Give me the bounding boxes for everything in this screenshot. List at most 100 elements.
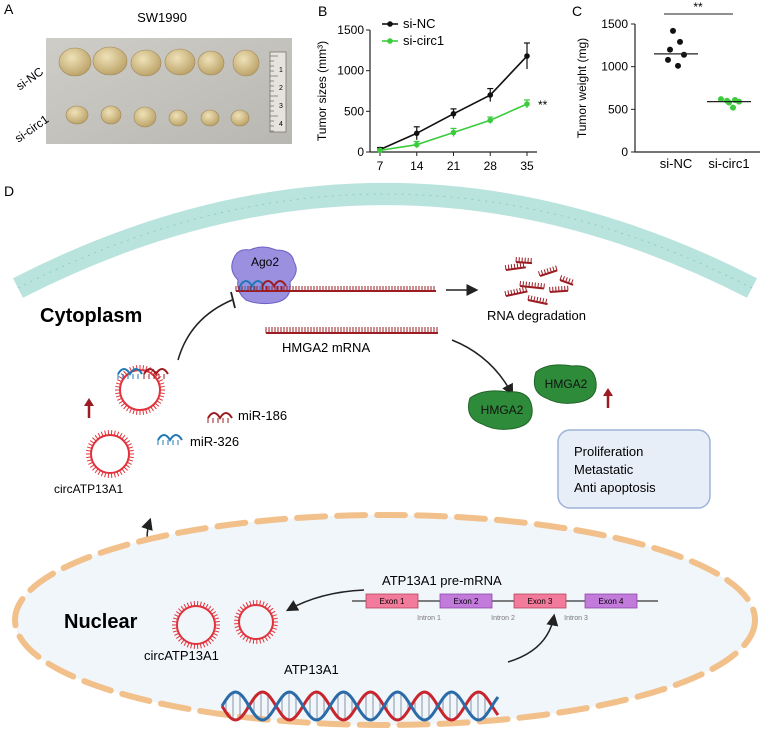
pre-mrna-label: ATP13A1 pre-mRNA (382, 573, 502, 588)
tumors-si-nc (58, 46, 260, 77)
svg-text:Exon 1: Exon 1 (380, 597, 405, 606)
hmga2-label-1: HMGA2 (545, 377, 588, 391)
data-point (413, 130, 420, 137)
rna-fragments (504, 256, 574, 306)
ago2-label: Ago2 (251, 255, 279, 269)
data-point (524, 53, 530, 59)
data-point (726, 99, 732, 106)
dna-strand-2 (220, 690, 500, 722)
ruler-mark: 2 (279, 85, 283, 92)
exon-2: Exon 2 (439, 593, 493, 609)
rna-fragment (537, 265, 558, 277)
significance-label: ** (538, 98, 548, 112)
data-point (487, 117, 494, 124)
bound-mrna (235, 286, 436, 292)
legend-label: si-NC (403, 16, 436, 31)
outcome-metastatic: Metastatic (574, 462, 634, 477)
y-tick-label: 500 (608, 102, 628, 116)
x-tick-label: 21 (447, 159, 461, 173)
intron-2: Intron 2 (491, 615, 515, 622)
hmga2-label-2: HMGA2 (481, 403, 524, 417)
rna-fragment (504, 262, 526, 271)
up-arrow-hmga2 (603, 388, 613, 408)
panel-d-letter: D (4, 183, 14, 199)
data-point (730, 104, 736, 111)
free-mirnas (157, 412, 233, 445)
nuclear-envelope (12, 512, 758, 728)
panel-a-letter: A (4, 1, 14, 17)
rna-fragment (504, 286, 528, 297)
x-tick-label: 35 (520, 159, 534, 173)
tumor (130, 49, 162, 77)
outcome-proliferation: Proliferation (574, 444, 643, 459)
dna-strand-1 (220, 690, 500, 722)
row-label-si-nc: si-NC (13, 64, 46, 93)
transcription-arrow (507, 613, 559, 663)
tumor (168, 109, 188, 127)
circ-free (86, 430, 134, 478)
gene-label: ATP13A1 (284, 662, 339, 677)
tumor (58, 47, 92, 77)
x-tick-label: 7 (377, 159, 384, 173)
tumor (133, 106, 157, 128)
x-tick-label: si-NC (660, 156, 693, 171)
tumors-si-circ1 (65, 105, 250, 128)
tumor (232, 49, 260, 77)
y-tick-label: 1000 (601, 60, 628, 74)
dna-double-helix (220, 690, 500, 722)
tumor (164, 48, 196, 76)
data-point (450, 110, 457, 117)
legend-label: si-circ1 (403, 33, 444, 48)
hmga2-protein-left: HMGA2 (468, 390, 533, 430)
ago2-complex: Ago2 (231, 246, 297, 305)
legend-marker (387, 38, 393, 44)
data-point (681, 51, 687, 58)
mir326-label: miR-326 (190, 434, 239, 449)
rna-fragment (527, 295, 548, 306)
cell-membrane (12, 183, 758, 298)
nuclear-circrnas (172, 599, 278, 649)
y-tick-label: 1500 (601, 17, 628, 31)
data-point (377, 147, 383, 154)
y-tick-label: 1000 (337, 64, 364, 78)
legend-marker (387, 21, 393, 27)
rna-fragment (515, 256, 533, 265)
exon-4: Exon 4 (584, 593, 638, 609)
data-point (413, 141, 420, 148)
backsplicing-arrow (285, 589, 365, 612)
y-tick-label: 0 (357, 145, 364, 159)
ruler-mark: 1 (279, 67, 283, 74)
data-point (524, 101, 530, 107)
tumor (230, 109, 250, 127)
translation-arrow (451, 339, 514, 397)
data-point (667, 46, 673, 53)
svg-text:Exon 4: Exon 4 (599, 597, 624, 606)
x-tick-label: 28 (484, 159, 498, 173)
data-point (487, 92, 494, 98)
tumor (92, 46, 128, 76)
y-tick-label: 1500 (337, 23, 364, 37)
hmga2-mrna-label: HMGA2 mRNA (282, 340, 370, 355)
svg-text:Exon 3: Exon 3 (528, 597, 553, 606)
y-tick-label: 0 (621, 145, 628, 159)
nucleus (15, 515, 755, 725)
rna-fragment (519, 280, 545, 290)
rna-fragment (549, 285, 569, 293)
outcome-box (557, 429, 711, 509)
panel-b-letter: B (318, 3, 327, 19)
tumor (200, 109, 220, 127)
y-axis-label: Tumor weight (mg) (575, 38, 589, 138)
inhibition-bar (230, 291, 236, 309)
significance-label: ** (693, 0, 703, 14)
hmga2-mrna-strand (265, 327, 438, 334)
exon-1: Exon 1 (365, 593, 419, 609)
exon-3: Exon 3 (513, 593, 567, 609)
ruler (269, 51, 287, 133)
data-point (670, 27, 676, 34)
tumor (65, 105, 89, 125)
